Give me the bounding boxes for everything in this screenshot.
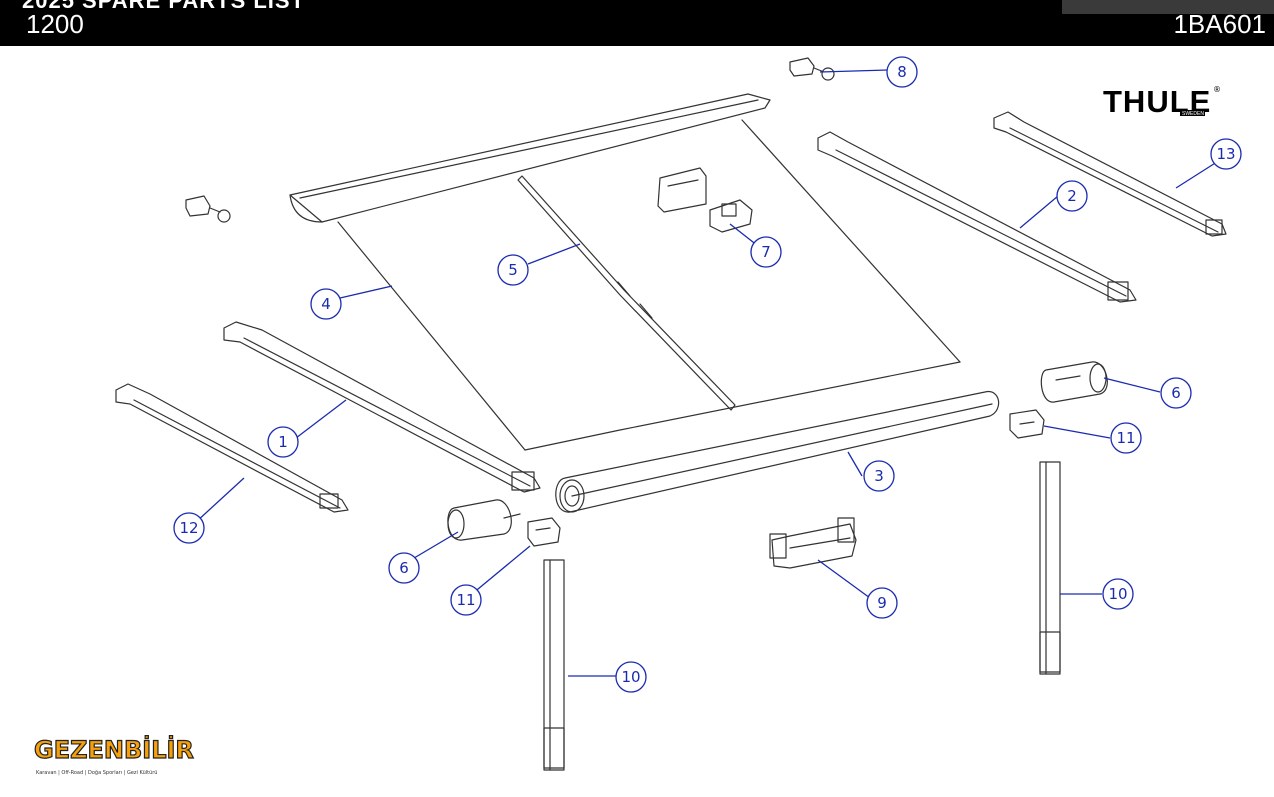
document-title: 2025 SPARE PARTS LIST — [22, 0, 306, 13]
thule-sub: SWEDEN — [1182, 111, 1204, 117]
part-13-arm — [993, 111, 1227, 237]
part-11-connector-left — [527, 517, 561, 547]
part-10-leg-right — [1039, 461, 1061, 675]
model-number: 1200 — [26, 9, 84, 39]
callout-4: 4 — [321, 295, 331, 313]
part-4-awning-fabric — [289, 93, 961, 451]
part-10-leg-left — [543, 559, 565, 771]
callout-12: 12 — [179, 519, 198, 537]
callout-2: 2 — [1067, 187, 1077, 205]
part-3-front-rail — [555, 391, 1000, 513]
thule-logo: THULE ® SWEDEN — [1103, 86, 1221, 119]
header-tab — [1062, 0, 1274, 14]
gezenbilir-tagline: Karavan | Off-Road | Doğa Sporları | Gez… — [36, 769, 157, 776]
callout-5: 5 — [508, 261, 518, 279]
callout-3: 3 — [874, 467, 884, 485]
callout-13: 13 — [1216, 145, 1235, 163]
callout-11-left: 11 — [456, 591, 475, 609]
part-code: 1BA601 — [1173, 9, 1266, 39]
part-11-connector-right — [1009, 409, 1045, 439]
exploded-diagram: 1 2 3 4 5 6 6 7 8 9 10 10 11 11 12 13 — [115, 56, 1242, 771]
callout-10-right: 10 — [1108, 585, 1127, 603]
callout-8: 8 — [897, 63, 907, 81]
part-9-bracket — [769, 517, 857, 569]
gezenbilir-logo: GEZENBİLİR Karavan | Off-Road | Doğa Spo… — [33, 734, 194, 776]
part-1-arm — [223, 321, 541, 493]
thule-registered: ® — [1213, 86, 1221, 94]
part-5-support-pole — [517, 175, 736, 411]
callout-7: 7 — [761, 243, 771, 261]
callout-9: 9 — [877, 594, 887, 612]
part-8-cap-screw — [185, 57, 835, 223]
callout-6-right: 6 — [1171, 384, 1181, 402]
callout-11-right: 11 — [1116, 429, 1135, 447]
part-7-bracket — [657, 167, 753, 233]
header-bar: 2025 SPARE PARTS LIST 1200 1BA601 — [0, 0, 1274, 46]
callout-6-left: 6 — [399, 559, 409, 577]
part-6-end-cap-left — [447, 499, 521, 541]
callout-1: 1 — [278, 433, 288, 451]
callout-10-left: 10 — [621, 668, 640, 686]
part-6-end-cap-right — [1040, 361, 1108, 403]
part-12-arm — [115, 383, 349, 513]
part-2-arm — [817, 131, 1137, 303]
gezenbilir-wordmark: GEZENBİLİR — [34, 735, 194, 764]
